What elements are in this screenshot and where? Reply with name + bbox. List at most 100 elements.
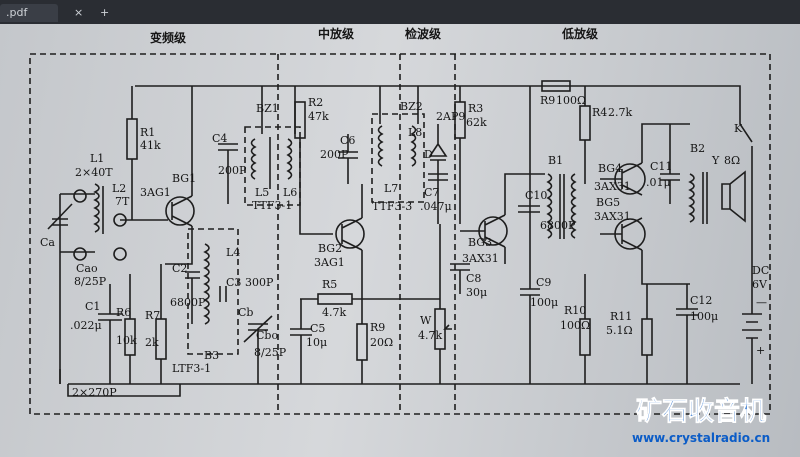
browser-tab-bar: .pdf × + <box>0 0 800 24</box>
diode-d <box>428 124 448 224</box>
b1-core <box>559 174 565 239</box>
inductor-l7 <box>410 125 417 167</box>
oscillator-coil-b3 <box>187 228 239 355</box>
label-r3-value: 62k <box>466 116 487 129</box>
terminal-3 <box>113 247 127 261</box>
label-b1: B1 <box>548 154 563 167</box>
w-leads <box>439 224 452 384</box>
battery-dc <box>742 269 762 384</box>
label-c1: C1 <box>85 300 100 313</box>
label-c3-value: 300P <box>245 276 274 289</box>
label-l1: L1 <box>90 152 104 165</box>
label-bg2: BG2 <box>318 242 342 255</box>
transformer-b2 <box>688 173 695 223</box>
watermark-url: www.crystalradio.cn <box>632 431 770 445</box>
close-tab-icon[interactable]: × <box>74 6 84 19</box>
label-w: W <box>420 314 432 327</box>
label-r4: R4 <box>592 106 607 119</box>
label-r9: R9 <box>370 321 385 334</box>
label-d: D <box>424 148 433 161</box>
terminal-2 <box>73 247 87 261</box>
label-cb: Cb <box>238 306 253 319</box>
capacitor-c4 <box>218 143 238 204</box>
label-cbo: Cbo <box>256 329 278 342</box>
label-r5-value: 4.7k <box>322 306 346 319</box>
top-rail <box>135 85 741 124</box>
label-r10-value: 100Ω <box>560 319 590 332</box>
capacitor-ca <box>47 203 73 230</box>
label-minus: — <box>756 296 767 309</box>
label-c4: C4 <box>212 132 227 145</box>
label-c9: C9 <box>536 276 551 289</box>
label-bg2-type: 3AG1 <box>314 256 345 269</box>
label-r9-value: 20Ω <box>370 336 393 349</box>
inductor-l4 <box>203 243 210 325</box>
label-ltf31: LTF3-1 <box>172 362 211 375</box>
label-l2-turns: 7T <box>115 195 130 208</box>
label-bg5: BG5 <box>596 196 620 209</box>
label-c7-value: .047μ <box>420 200 452 213</box>
outer-dashed-border <box>29 53 771 415</box>
label-r7: R7 <box>145 309 160 322</box>
tuning-wire <box>59 193 95 384</box>
label-cao-value: 8/25P <box>74 275 107 288</box>
capacitor-c6 <box>338 134 358 184</box>
label-ttf31: TTF3-1 <box>252 199 292 212</box>
capacitor-c2 <box>185 271 200 324</box>
label-l4: L4 <box>226 246 240 259</box>
label-c11-value: .01μ <box>646 176 671 189</box>
switch-k <box>739 123 753 269</box>
label-ca: Ca <box>40 236 55 249</box>
schematic-photo: 变频级 中放级 检波级 低放级 <box>0 24 800 457</box>
watermark-title: 矿石收音机 <box>636 396 766 427</box>
label-bz1: BZ1 <box>256 102 279 115</box>
label-l7: L7 <box>384 182 398 195</box>
capacitor-c10 <box>518 205 540 213</box>
label-r2: R2 <box>308 96 323 109</box>
label-dc-value: 6V <box>752 278 768 291</box>
new-tab-icon[interactable]: + <box>100 6 110 19</box>
inductor-l8 <box>377 125 384 167</box>
bg1-leads <box>120 86 193 227</box>
bz2-feed <box>379 86 419 124</box>
capacitor-c5 <box>290 299 312 384</box>
label-bg3: BG3 <box>468 236 492 249</box>
capacitor-c7 <box>428 173 448 181</box>
label-b2: B2 <box>690 142 705 155</box>
label-c11: C11 <box>650 160 672 173</box>
label-bg5-type: 3AX31 <box>594 210 631 223</box>
label-l2: L2 <box>112 182 126 195</box>
bg2-leads <box>341 184 363 294</box>
label-r3: R3 <box>468 102 483 115</box>
label-c4-value: 200P <box>218 164 247 177</box>
label-l6: L6 <box>283 186 297 199</box>
label-y: Y <box>711 154 720 167</box>
label-l8: L8 <box>408 126 422 139</box>
label-bg3-type: 3AX31 <box>462 252 499 265</box>
resistor-r4 <box>579 105 591 141</box>
transistor-bg1 <box>165 196 195 226</box>
label-c8: C8 <box>466 272 481 285</box>
label-bg4: BG4 <box>598 162 622 175</box>
bg5-leads <box>600 217 690 285</box>
label-c12: C12 <box>690 294 712 307</box>
label-c5-value: 10μ <box>306 336 327 349</box>
resistor-r9 <box>356 323 368 361</box>
capacitor-c11 <box>660 124 680 204</box>
resistor-r5 <box>317 293 353 305</box>
bg3-leads <box>460 173 545 264</box>
transformer-b1-primary <box>546 173 553 239</box>
label-c10-value: 6800P <box>540 219 576 232</box>
capacitor-c1 <box>98 284 122 384</box>
pdf-tab[interactable]: .pdf <box>0 4 58 22</box>
capacitor-c9 <box>520 86 540 384</box>
capacitor-cb <box>243 315 273 384</box>
label-c3: C3 <box>226 276 241 289</box>
label-r7-value: 2k <box>145 336 159 349</box>
section-label-detector: 检波级 <box>405 26 441 41</box>
label-bg1: BG1 <box>172 172 196 185</box>
resistor-r11 <box>641 318 653 356</box>
bg4-leads <box>600 123 690 196</box>
capacitor-c3 <box>219 286 227 302</box>
label-w-value: 4.7k <box>418 329 442 342</box>
